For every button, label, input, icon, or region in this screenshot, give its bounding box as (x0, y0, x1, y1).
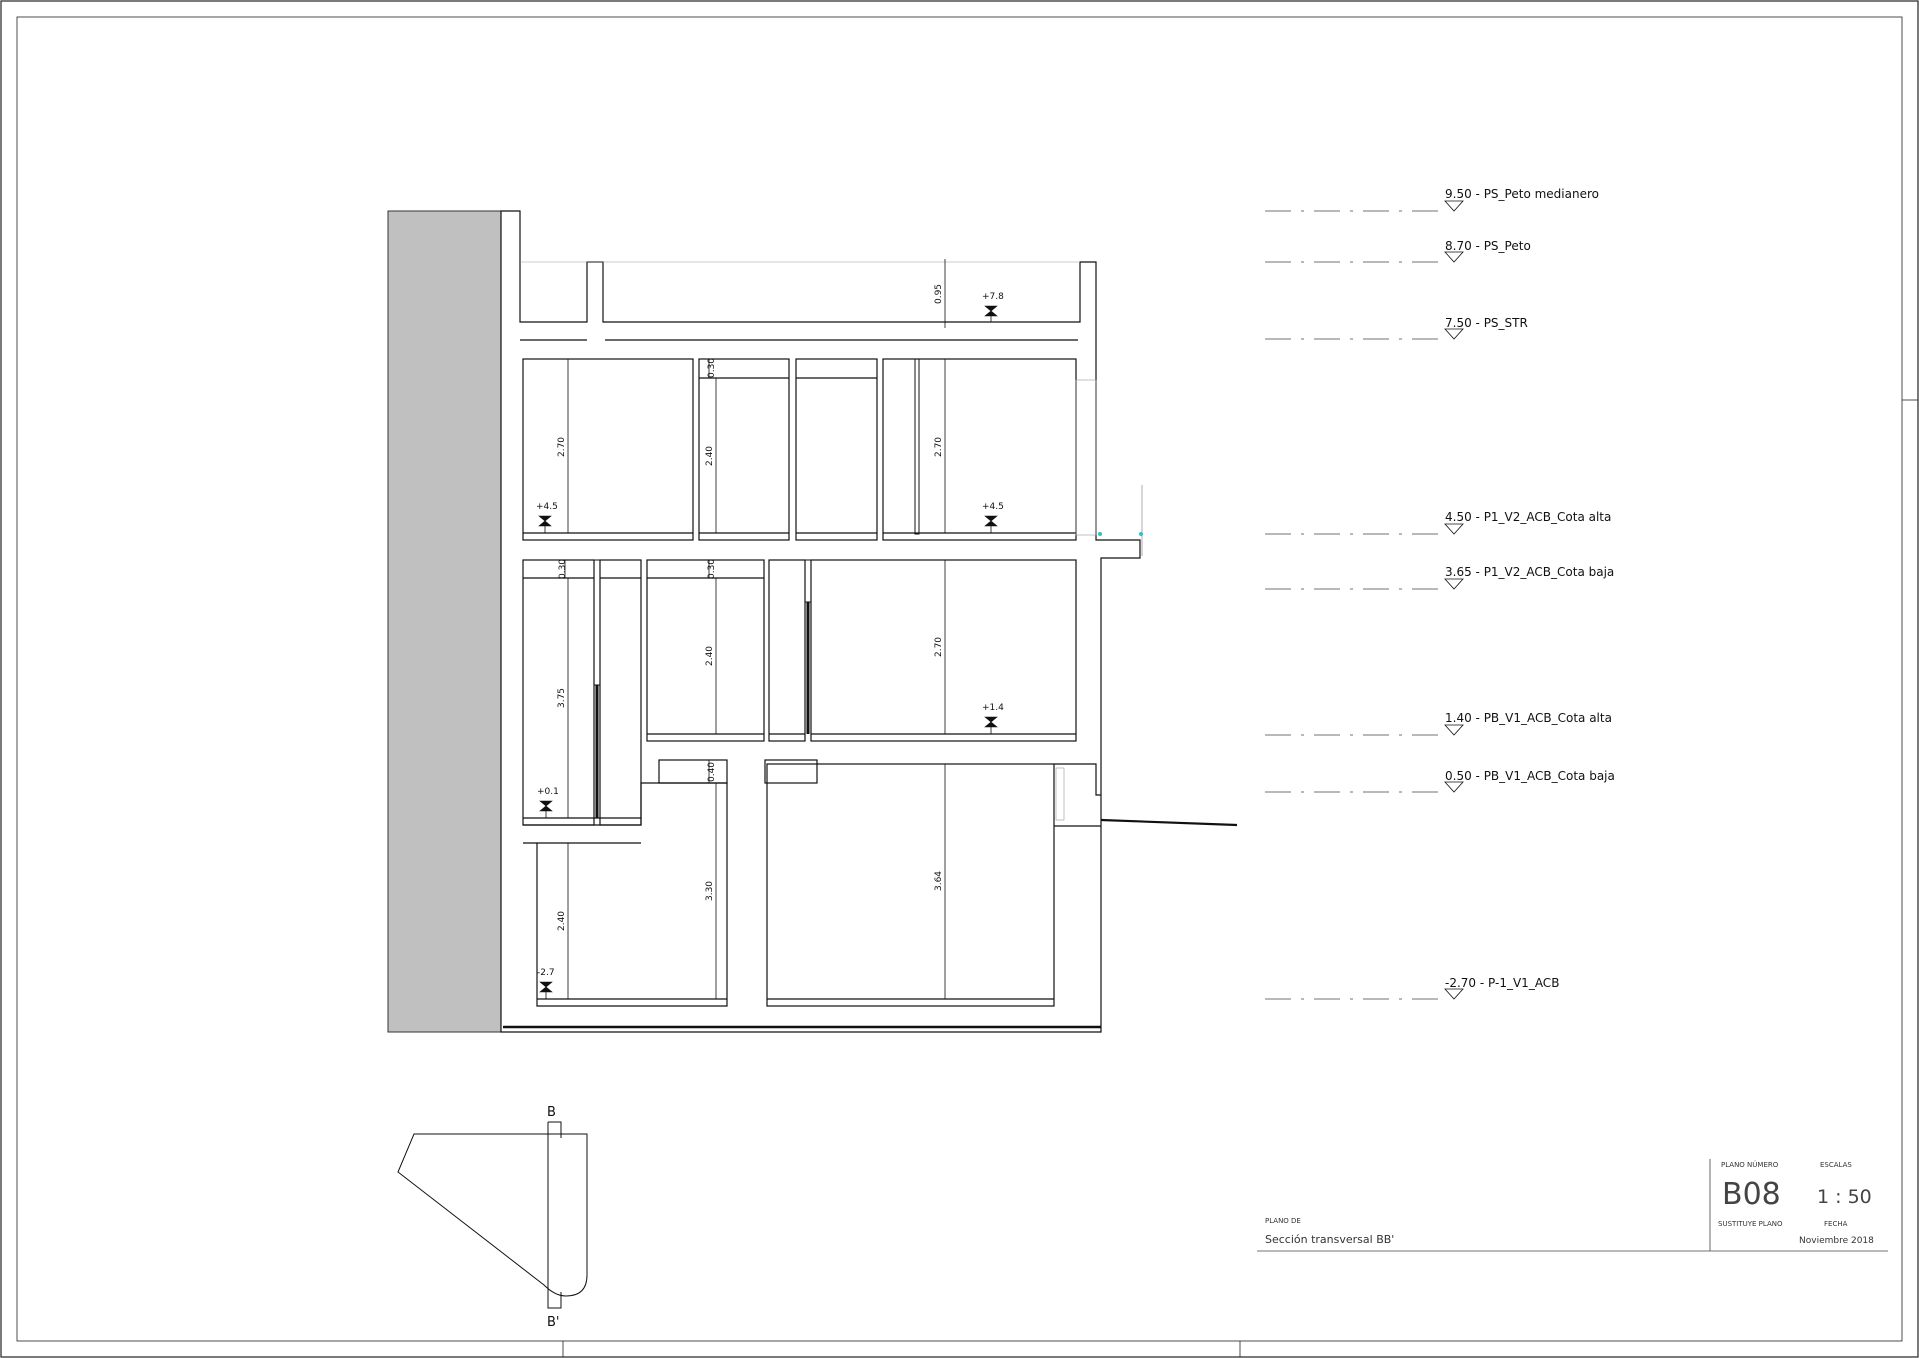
level-triangle-icon (1444, 781, 1464, 793)
number-label: PLANO NÚMERO (1721, 1160, 1779, 1169)
spot-level-text: +4.5 (536, 502, 558, 512)
level-row: 8.70 - PS_Peto (1265, 239, 1531, 263)
spot-level-icon (539, 800, 553, 812)
section-start-label: B (547, 1105, 556, 1120)
marker-1 (1098, 532, 1102, 536)
level-label: 4.50 - P1_V2_ACB_Cota alta (1445, 510, 1611, 524)
room-0-3 (646, 559, 765, 742)
level-triangle-icon (1444, 523, 1464, 535)
room-0-5 (810, 559, 1077, 742)
dim-text: 0.40 (707, 762, 717, 782)
level-label: 9.50 - PS_Peto medianero (1445, 187, 1599, 201)
spot-level-icon (984, 515, 998, 527)
plan-number: B08 (1722, 1177, 1781, 1212)
spot-level-text: +1.4 (982, 703, 1004, 713)
street-line (1100, 818, 1238, 827)
scale-value: 1 : 50 (1817, 1186, 1872, 1208)
partition-1 (914, 358, 920, 535)
room-1-1 (522, 358, 694, 541)
level-triangle-icon (1444, 578, 1464, 590)
dim-text: 0.95 (934, 284, 944, 304)
level-label: 8.70 - PS_Peto (1445, 239, 1531, 253)
section-cut-line (547, 1121, 562, 1309)
level-lines: 9.50 - PS_Peto medianero 8.70 - PS_Peto … (1265, 187, 1615, 1000)
level-row: 1.40 - PB_V1_ACB_Cota alta (1265, 711, 1612, 736)
dim-text: 0.30 (558, 559, 568, 579)
party-wall (387, 210, 502, 1033)
level-label: 7.50 - PS_STR (1445, 316, 1528, 330)
dim-text: 2.40 (557, 911, 567, 931)
level-row: 7.50 - PS_STR (1265, 316, 1528, 340)
level-label: 1.40 - PB_V1_ACB_Cota alta (1445, 711, 1612, 725)
window-0 (1055, 767, 1065, 821)
spot-level-text: +4.5 (982, 502, 1004, 512)
level-label: 0.50 - PB_V1_ACB_Cota baja (1445, 769, 1615, 783)
inner-frame (16, 16, 1903, 1342)
section-drawing (500, 210, 1238, 1033)
dim-text: 0.30 (707, 358, 717, 378)
dim-text: 3.30 (705, 881, 715, 901)
spot-level-icon (538, 515, 552, 527)
spot-level-text: +0.1 (537, 787, 559, 797)
section-end-label: B' (547, 1315, 560, 1330)
level-triangle-icon (1444, 200, 1464, 212)
plan-label: PLANO DE (1265, 1217, 1301, 1225)
room-1-3 (795, 358, 878, 541)
room-b-2 (766, 763, 1055, 1007)
spot-level-text: -2.7 (537, 968, 555, 978)
level-row: 4.50 - P1_V2_ACB_Cota alta (1265, 510, 1611, 535)
level-triangle-icon (1444, 328, 1464, 340)
dim-text: 3.75 (557, 688, 567, 708)
level-row: 0.50 - PB_V1_ACB_Cota baja (1265, 769, 1615, 793)
room-1-4 (882, 358, 1077, 541)
step-2 (764, 759, 818, 784)
date-label: FECHA (1824, 1220, 1848, 1228)
key-plan-outline (397, 1133, 588, 1297)
level-label: -2.70 - P-1_V1_ACB (1445, 976, 1559, 990)
level-triangle-icon (1444, 988, 1464, 1000)
replaces-label: SUSTITUYE PLANO (1718, 1220, 1783, 1228)
spot-levels: +7.8 +4.5 +4.5 +1.4 +0.1 -2.7 (536, 292, 1004, 999)
window-1 (1075, 379, 1097, 536)
level-label: 3.65 - P1_V2_ACB_Cota baja (1445, 565, 1614, 579)
plan-title: Sección transversal BB' (1265, 1233, 1394, 1246)
spot-level-text: +7.8 (982, 292, 1004, 302)
partition-2 (593, 559, 601, 686)
dim-text: 0.30 (707, 559, 717, 579)
date-value: Noviembre 2018 (1799, 1236, 1874, 1246)
dim-text: 3.64 (934, 871, 944, 891)
key-plan: B B' (397, 1105, 588, 1330)
dim-text: 2.70 (557, 437, 567, 457)
scale-label: ESCALAS (1820, 1161, 1852, 1169)
spot-level-icon (539, 981, 553, 993)
dimension-texts: 0.95 0.30 2.70 2.40 2.70 0.30 0.30 3.75 … (557, 284, 944, 931)
marker-2 (1139, 532, 1143, 536)
building-outline (500, 210, 1141, 1033)
spot-level-icon (984, 305, 998, 317)
title-block: PLANO DE Sección transversal BB' PLANO N… (1257, 1159, 1888, 1252)
room-1-2 (698, 358, 790, 541)
dim-text: 2.40 (705, 446, 715, 466)
dimension-lines (564, 259, 946, 999)
level-row: 3.65 - P1_V2_ACB_Cota baja (1265, 565, 1614, 590)
level-triangle-icon (1444, 724, 1464, 736)
level-triangle-icon (1444, 251, 1464, 263)
spot-level-icon (984, 716, 998, 728)
facade-step (1054, 763, 1101, 796)
dim-text: 2.70 (934, 637, 944, 657)
dim-text: 2.40 (705, 646, 715, 666)
room-b-1 (523, 782, 728, 1007)
level-row: 9.50 - PS_Peto medianero (1265, 187, 1599, 212)
dim-text: 2.70 (934, 437, 944, 457)
room-0-4 (768, 559, 806, 742)
level-row: -2.70 - P-1_V1_ACB (1265, 976, 1559, 1000)
partition-4 (804, 559, 812, 603)
room-0-2 (599, 559, 642, 826)
